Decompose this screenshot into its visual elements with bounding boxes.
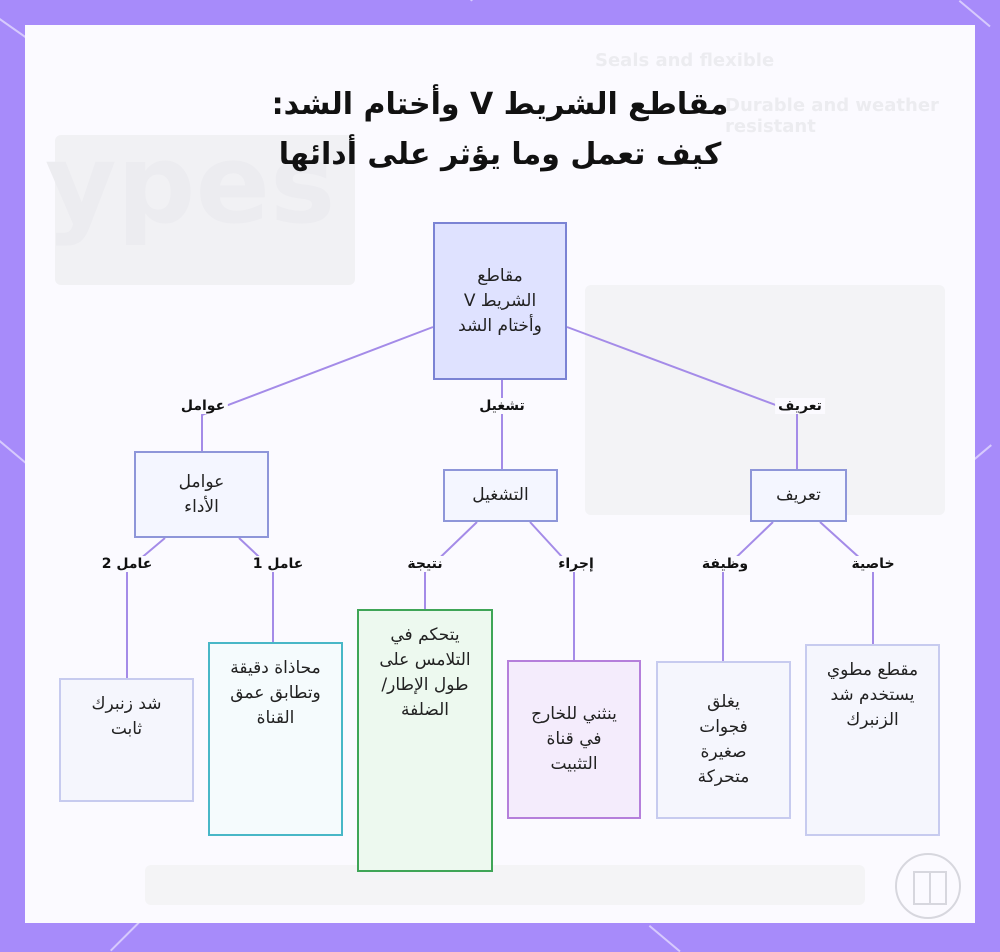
bends-out-node: ينثني للخارج في قناة التثبيت	[507, 660, 641, 819]
bends-out-node-label: ينثني للخارج في قناة التثبيت	[531, 704, 617, 774]
contact-control-node-label: يتحكم في التلامس على طول الإطار/ الضلفة	[379, 625, 471, 720]
frame-decoration	[110, 921, 140, 952]
background-ghost-header: Seals and flexible	[595, 50, 775, 71]
contact-control-node: يتحكم في التلامس على طول الإطار/ الضلفة	[357, 609, 493, 872]
diagram-card: ypes Seals and flexible Durable and weat…	[25, 25, 975, 923]
edge-label-result: نتيجة	[404, 556, 446, 572]
edge-factors-factor1	[238, 537, 274, 642]
edge-label-factor2: عامل 2	[98, 556, 156, 572]
edge-label-operation: تشغيل	[476, 398, 528, 414]
edge-label-property: خاصية	[848, 556, 898, 572]
folded-section-node-label: مقطع مطوي يستخدم شد الزنبرك	[826, 660, 919, 730]
edge-definition-function	[722, 521, 774, 661]
watermark-logo-icon	[895, 853, 961, 919]
root-node: مقاطع الشريط V وأختام الشد	[433, 222, 567, 380]
title-line-1: مقاطع الشريط V وأختام الشد:	[271, 87, 729, 122]
edge-label-function: وظيفة	[698, 556, 752, 572]
background-ghost-header: Durable and weather resistant	[725, 95, 939, 137]
operation-node-label: التشغيل	[472, 485, 529, 505]
edge-definition-property	[819, 521, 874, 644]
edge-label-factor1: عامل 1	[249, 556, 307, 572]
fixed-spring-node: شد زنبرك ثابت	[59, 678, 194, 802]
background-band	[55, 135, 355, 285]
edge-root-factors	[201, 326, 434, 451]
frame-decoration	[648, 925, 681, 952]
page-title: مقاطع الشريط V وأختام الشد: كيف تعمل وما…	[25, 80, 975, 180]
fixed-spring-node-label: شد زنبرك ثابت	[91, 694, 162, 739]
edge-label-definition: تعريف	[775, 398, 825, 414]
closes-gaps-node-label: يغلق فجوات صغيرة متحركة	[697, 692, 750, 787]
alignment-node-label: محاذاة دقيقة وتطابق عمق القناة	[230, 658, 321, 728]
root-node-label: مقاطع الشريط V وأختام الشد	[458, 265, 542, 336]
edge-label-procedure: إجراء	[555, 556, 597, 572]
edge-root-definition	[566, 326, 798, 469]
factors-node: عوامل الأداء	[134, 451, 269, 538]
frame-decoration	[470, 0, 502, 2]
folded-section-node: مقطع مطوي يستخدم شد الزنبرك	[805, 644, 940, 836]
factors-node-label: عوامل الأداء	[178, 471, 225, 517]
edge-operation-result	[424, 521, 478, 609]
alignment-node: محاذاة دقيقة وتطابق عمق القناة	[208, 642, 343, 836]
background-band	[145, 865, 865, 905]
frame-decoration	[958, 0, 991, 28]
operation-node: التشغيل	[443, 469, 558, 522]
title-line-2: كيف تعمل وما يؤثر على أدائها	[278, 137, 722, 172]
definition-node-label: تعريف	[776, 485, 821, 505]
edge-operation-procedure	[529, 521, 575, 660]
closes-gaps-node: يغلق فجوات صغيرة متحركة	[656, 661, 791, 819]
edge-label-factors: عوامل	[177, 398, 229, 414]
definition-node: تعريف	[750, 469, 847, 522]
background-ghost-word: ypes	[45, 120, 336, 248]
